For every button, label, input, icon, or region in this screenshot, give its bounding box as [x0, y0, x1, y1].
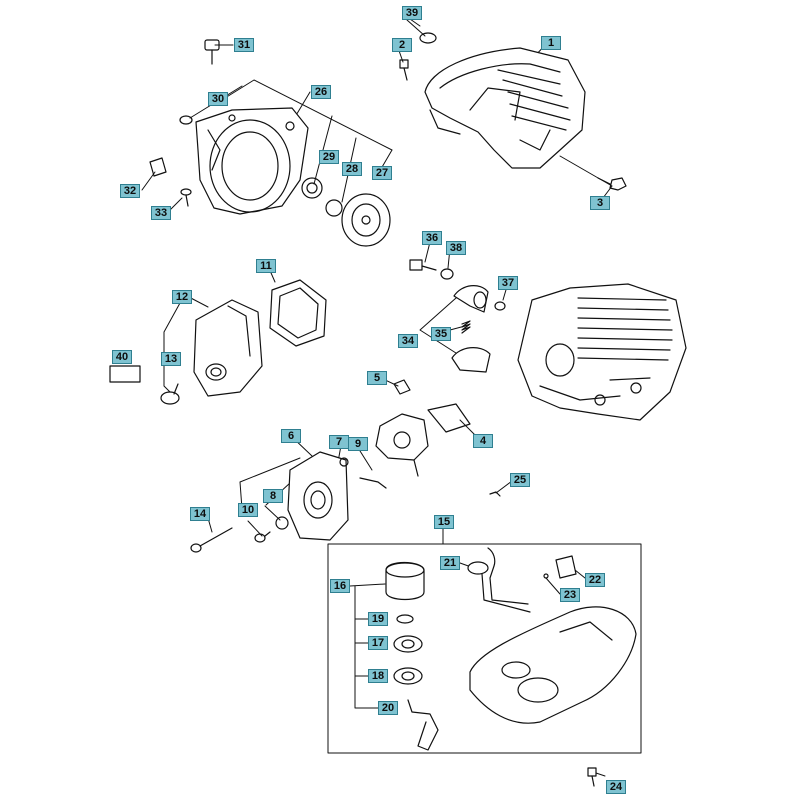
fuel-filter-22-part	[555, 555, 577, 579]
bracket-part	[149, 157, 167, 177]
callout-19: 19	[368, 612, 388, 626]
washer-8-part	[275, 516, 289, 530]
callout-39: 39	[402, 6, 422, 20]
screw-10-part	[254, 531, 271, 543]
o-ring-part	[419, 32, 437, 44]
snap-ring-part	[325, 199, 343, 217]
callout-32: 32	[120, 184, 140, 198]
callout-9: 9	[348, 437, 368, 451]
carburetor-housing-part	[287, 451, 349, 541]
callout-37: 37	[498, 276, 518, 290]
air-filter-cover-part	[193, 299, 263, 397]
callout-7: 7	[329, 435, 349, 449]
choke-rod-part	[359, 477, 387, 489]
callout-13: 13	[161, 352, 181, 366]
fuel-cap-part	[385, 561, 425, 601]
fuel-tank-part	[469, 606, 637, 724]
bearing-part	[301, 177, 323, 199]
pin-part	[489, 491, 501, 497]
callout-2: 2	[392, 38, 412, 52]
fuel-pipe-part	[467, 547, 531, 613]
clip-23-part	[543, 573, 549, 579]
engine-block-part	[517, 283, 687, 421]
spring-part	[461, 320, 471, 334]
strap-20-part	[407, 699, 439, 751]
callout-10: 10	[238, 503, 258, 517]
group-frame	[327, 543, 642, 754]
air-filter-element-part	[269, 279, 327, 347]
nipple-part	[339, 457, 349, 467]
cylinder-mount-part	[451, 285, 491, 373]
callout-11: 11	[256, 259, 276, 273]
screw-24-part	[587, 767, 597, 787]
clutch-housing-part	[195, 107, 309, 215]
callout-14: 14	[190, 507, 210, 521]
callout-26: 26	[311, 85, 331, 99]
engine-cover-part	[424, 47, 586, 169]
callout-34: 34	[398, 334, 418, 348]
callout-5: 5	[367, 371, 387, 385]
gasket-part	[427, 403, 471, 433]
callout-16: 16	[330, 579, 350, 593]
callout-23: 23	[560, 588, 580, 602]
callout-33: 33	[151, 206, 171, 220]
callout-28: 28	[342, 162, 362, 176]
callout-24: 24	[606, 780, 626, 794]
screw-part	[399, 59, 409, 81]
callout-25: 25	[510, 473, 530, 487]
callout-8: 8	[263, 489, 283, 503]
long-bolt-part	[190, 527, 233, 553]
washer-37-part	[494, 301, 506, 311]
bolt-part	[597, 177, 627, 191]
callout-30: 30	[208, 92, 228, 106]
filter-17-part	[393, 635, 423, 653]
clip-part	[179, 115, 193, 125]
washer-18-part	[393, 667, 423, 685]
gasket-19-part	[396, 614, 414, 624]
carburetor-part	[375, 413, 429, 477]
bolt-36-part	[409, 259, 437, 271]
callout-36: 36	[422, 231, 442, 245]
housing-screw-part	[180, 188, 192, 207]
callout-18: 18	[368, 669, 388, 683]
knob-part	[160, 383, 180, 405]
top-bolt-part	[204, 39, 220, 65]
nut-part	[393, 379, 411, 395]
callout-6: 6	[281, 429, 301, 443]
callout-22: 22	[585, 573, 605, 587]
callout-12: 12	[172, 290, 192, 304]
callout-1: 1	[541, 36, 561, 50]
washer-38-part	[440, 268, 454, 280]
callout-31: 31	[234, 38, 254, 52]
clutch-drum-part	[341, 193, 391, 247]
callout-35: 35	[431, 327, 451, 341]
callout-15: 15	[434, 515, 454, 529]
callout-4: 4	[473, 434, 493, 448]
callout-17: 17	[368, 636, 388, 650]
callout-40: 40	[112, 350, 132, 364]
label-part	[109, 365, 141, 383]
callout-38: 38	[446, 241, 466, 255]
callout-29: 29	[319, 150, 339, 164]
callout-27: 27	[372, 166, 392, 180]
callout-21: 21	[440, 556, 460, 570]
callout-3: 3	[590, 196, 610, 210]
callout-20: 20	[378, 701, 398, 715]
